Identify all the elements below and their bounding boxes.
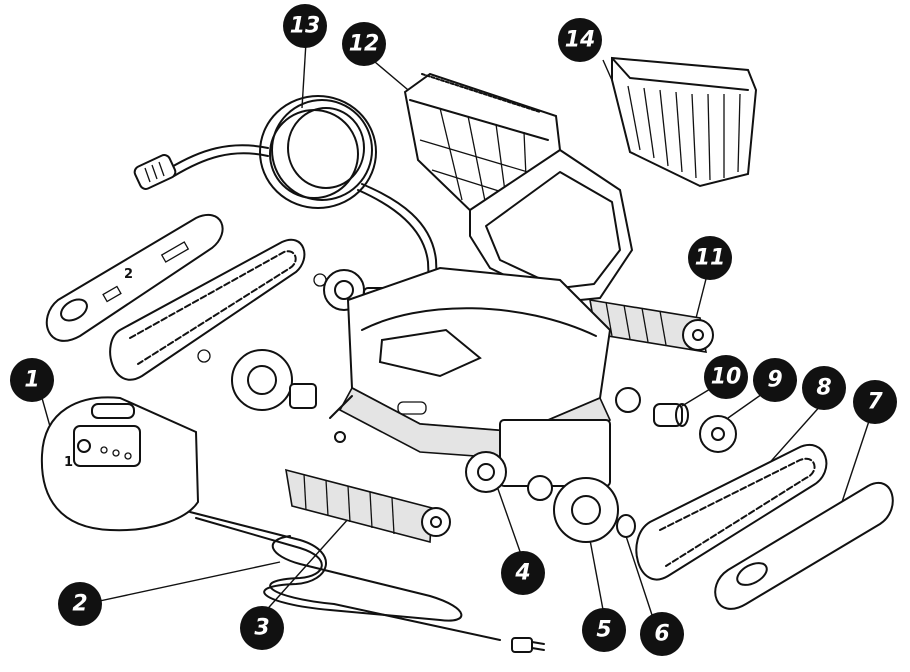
right-track <box>635 444 828 581</box>
cable-connector <box>133 154 177 190</box>
right-side-panel <box>714 482 894 610</box>
svg-text:2: 2 <box>72 592 87 617</box>
svg-text:6: 6 <box>654 622 669 647</box>
gear-4 <box>465 451 507 493</box>
callout-1: 1 <box>10 358 54 402</box>
callout-11: 11 <box>688 236 732 280</box>
callout-3: 3 <box>240 606 284 650</box>
brush-lower <box>285 468 451 544</box>
callout-9: 9 <box>753 358 797 402</box>
left-side-panel: 2 <box>45 213 224 342</box>
svg-text:5: 5 <box>596 618 611 643</box>
svg-text:1: 1 <box>24 368 39 393</box>
floating-cable <box>133 95 441 361</box>
callout-14: 14 <box>558 18 602 62</box>
svg-text:13: 13 <box>290 14 321 39</box>
motor-unit-mark: 1 <box>64 455 73 470</box>
bushing-10 <box>653 403 689 427</box>
robot-body <box>329 266 641 501</box>
power-supply: 1 <box>40 396 200 532</box>
fine-filter <box>611 56 758 188</box>
callout-7: 7 <box>853 380 897 424</box>
svg-text:14: 14 <box>565 28 596 53</box>
svg-text:7: 7 <box>867 390 883 415</box>
callout-10: 10 <box>704 355 748 399</box>
callout-4: 4 <box>501 551 545 595</box>
robot-lid <box>469 148 634 304</box>
callout-12: 12 <box>342 22 386 66</box>
left-track <box>109 238 306 381</box>
washer-6 <box>616 514 636 538</box>
power-cord <box>189 511 545 653</box>
callout-5: 5 <box>582 608 626 652</box>
callout-6: 6 <box>640 612 684 656</box>
callout-8: 8 <box>802 366 846 410</box>
wheel-5 <box>553 477 619 543</box>
gear-9 <box>699 415 737 453</box>
svg-text:4: 4 <box>514 561 530 586</box>
callout-2: 2 <box>58 582 102 626</box>
svg-text:8: 8 <box>816 376 831 401</box>
svg-text:11: 11 <box>695 246 726 271</box>
svg-text:10: 10 <box>711 365 742 390</box>
wheel-left <box>197 349 317 411</box>
side-panel-mark: 2 <box>124 267 133 282</box>
svg-text:12: 12 <box>349 32 380 57</box>
svg-text:3: 3 <box>254 616 269 641</box>
svg-text:9: 9 <box>767 368 782 393</box>
callout-13: 13 <box>283 4 327 48</box>
